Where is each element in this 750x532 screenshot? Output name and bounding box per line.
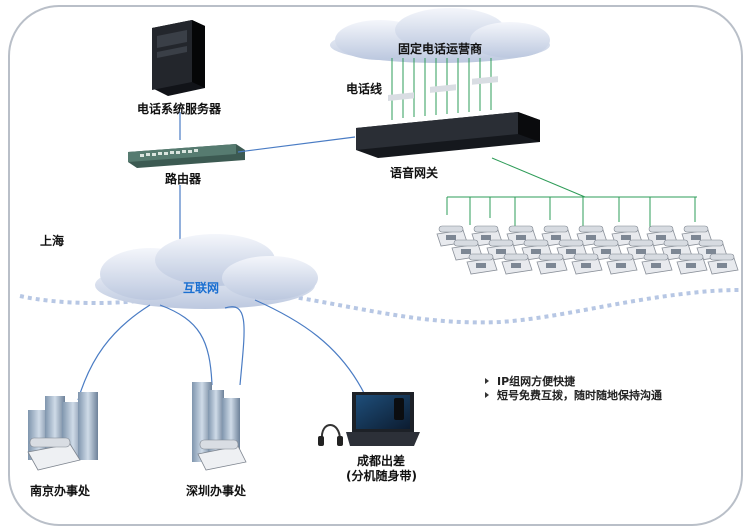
pstn-carrier-label: 固定电话运营商 [398,42,483,56]
outer-frame [8,5,743,526]
router-gateway-link [237,136,356,153]
shanghai-label: 上海 [40,234,65,248]
office-links [77,299,366,401]
internet-label: 互联网 [183,281,220,295]
internet-cloud-icon [95,234,318,309]
router-icon [128,144,245,168]
extension-phone-bank [436,225,739,275]
nanjing-office-label: 南京办事处 [30,484,91,498]
pstn-cloud-icon [330,8,550,63]
phone-line-label: 电话线 [346,82,383,96]
phone-server-label: 电话系统服务器 [137,102,222,116]
nanjing-phone-icon [27,437,81,471]
bullet-item-1: IP组网方便快捷 [497,375,576,388]
bullet-markers [485,378,489,398]
bullet-item-2: 短号免费互拨，随时随地保持沟通 [497,389,662,402]
extension-wiring [446,157,697,228]
server-icon [152,20,205,96]
shenzhen-phone-icon [197,439,247,471]
headset-icon [318,424,343,446]
shenzhen-office-label: 深圳办事处 [186,484,247,498]
laptop-icon [346,392,420,446]
router-label: 路由器 [165,172,202,186]
chengdu-note-label: (分机随身带) [346,469,417,483]
voice-gateway-label: 语音网关 [390,166,439,180]
voice-gateway-icon [356,76,540,158]
chengdu-trip-label: 成都出差 [357,454,406,468]
